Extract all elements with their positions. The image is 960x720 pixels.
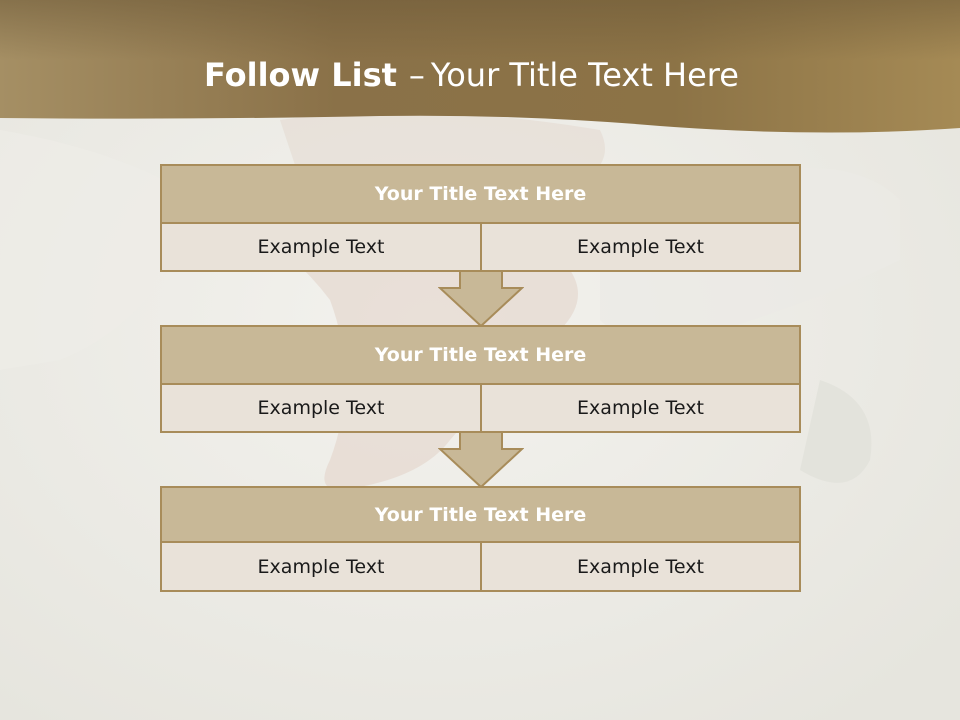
block-cell-left: Example Text [160, 541, 482, 592]
list-block-3: Your Title Text Here Example Text Exampl… [160, 486, 801, 592]
block-title: Your Title Text Here [160, 486, 801, 543]
block-cell-right: Example Text [480, 383, 801, 433]
block-cell-right: Example Text [480, 541, 801, 592]
slide-title-dash: – [408, 56, 425, 94]
block-title: Your Title Text Here [160, 325, 801, 385]
slide-title: Follow List–Your Title Text Here [0, 50, 943, 100]
block-cell-left: Example Text [160, 222, 482, 272]
list-block-1: Your Title Text Here Example Text Exampl… [160, 164, 801, 272]
list-block-2: Your Title Text Here Example Text Exampl… [160, 325, 801, 433]
block-title: Your Title Text Here [160, 164, 801, 224]
slide-title-text: Your Title Text Here [430, 56, 739, 94]
down-arrow-icon [438, 431, 524, 489]
slide-title-bold: Follow List [204, 56, 397, 94]
block-cell-right: Example Text [480, 222, 801, 272]
block-cell-left: Example Text [160, 383, 482, 433]
down-arrow-icon [438, 270, 524, 328]
